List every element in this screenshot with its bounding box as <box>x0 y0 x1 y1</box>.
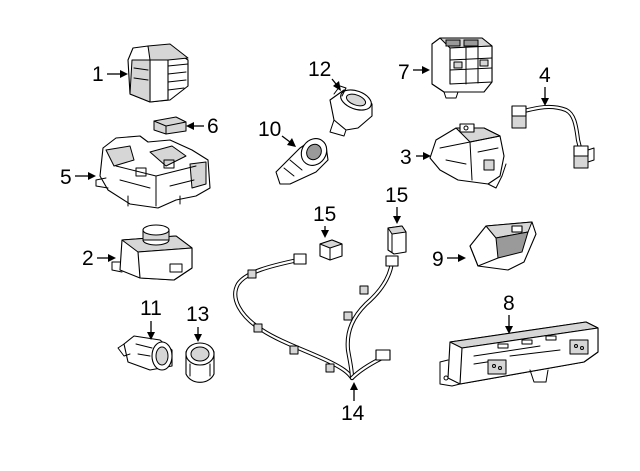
part-13-ring <box>185 342 215 383</box>
callout-7: 7 <box>398 61 430 84</box>
part-5-bracket-housing <box>95 135 211 209</box>
part-15-connector-left <box>319 239 343 261</box>
callout-1: 1 <box>92 63 128 86</box>
callout-11: 11 <box>140 297 162 340</box>
part-9-switch-knob <box>469 221 537 271</box>
callout-9: 9 <box>432 248 466 271</box>
part-4-wire-harness <box>511 104 595 169</box>
callout-10: 10 <box>258 118 296 147</box>
callout-2: 2 <box>82 247 116 270</box>
callout-14: 14 <box>341 382 365 425</box>
part-8-control-panel <box>439 321 599 387</box>
part-10-lighter-socket <box>275 138 329 185</box>
callout-label: 3 <box>400 146 412 169</box>
callout-12: 12 <box>308 58 341 91</box>
callout-label: 14 <box>341 402 365 425</box>
callout-label: 15 <box>385 184 408 207</box>
callout-label: 7 <box>398 61 410 84</box>
callout-label: 1 <box>92 63 104 86</box>
callout-13: 13 <box>186 303 209 342</box>
callout-4: 4 <box>539 64 551 106</box>
callout-8: 8 <box>503 292 515 334</box>
callout-15-right: 15 <box>385 184 408 224</box>
callout-label: 9 <box>432 248 444 271</box>
part-7-switch-block <box>431 37 493 99</box>
callout-15-left: 15 <box>313 203 336 238</box>
callout-label: 8 <box>503 292 515 315</box>
callout-3: 3 <box>400 146 431 169</box>
callout-label: 12 <box>308 58 331 81</box>
callout-label: 11 <box>140 297 162 320</box>
part-1-relay-module <box>127 43 189 103</box>
callout-label: 10 <box>258 118 281 141</box>
part-14-main-harness <box>233 253 399 381</box>
callout-label: 15 <box>313 203 336 226</box>
part-6-plug <box>153 116 187 135</box>
callout-6: 6 <box>186 115 219 138</box>
callout-label: 6 <box>207 115 219 138</box>
callout-5: 5 <box>60 166 96 189</box>
callout-label: 4 <box>539 64 551 87</box>
part-3-actuator <box>429 123 507 189</box>
part-15-connector-right <box>387 225 407 255</box>
part-11-socket <box>117 335 173 371</box>
callout-label: 2 <box>82 247 94 270</box>
part-12-lighter-element <box>329 85 373 137</box>
callout-label: 13 <box>186 303 209 326</box>
part-2-control-module <box>111 224 193 281</box>
callout-label: 5 <box>60 166 72 189</box>
